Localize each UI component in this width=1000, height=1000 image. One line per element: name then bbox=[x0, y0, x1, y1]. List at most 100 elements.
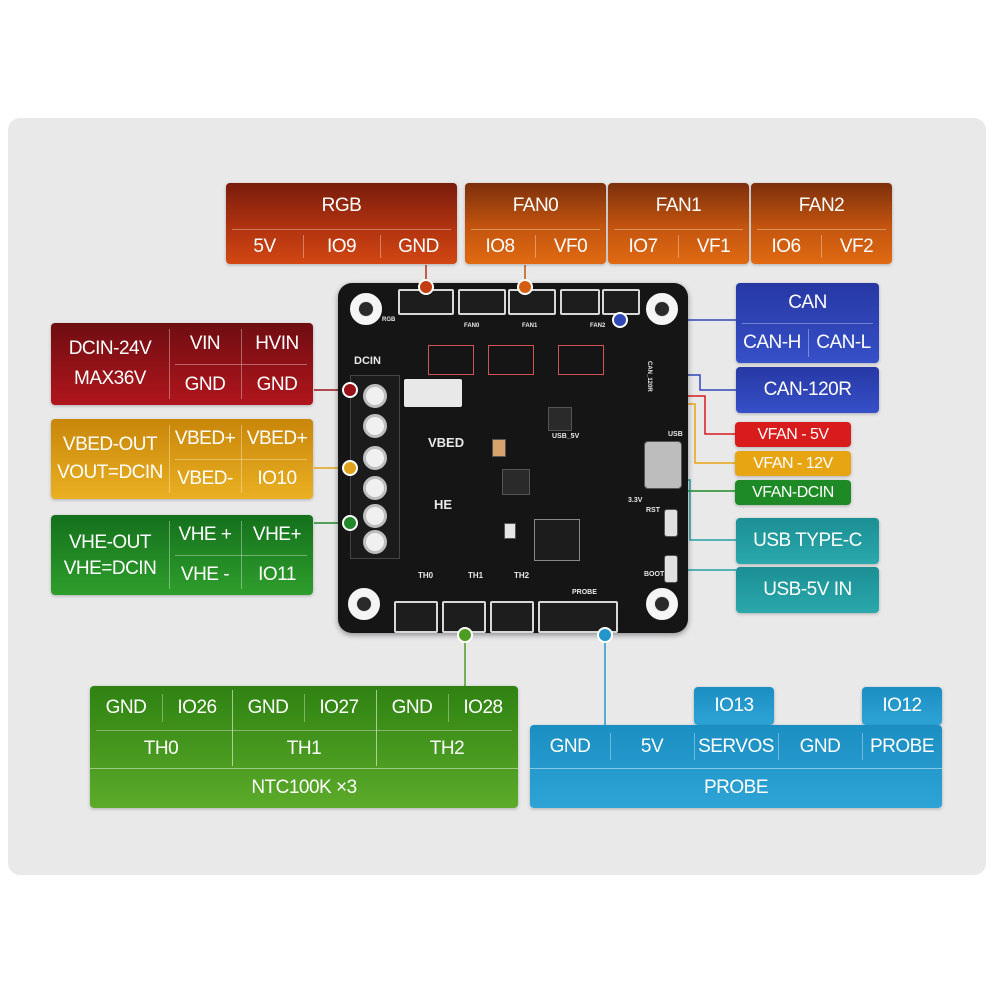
dcin-pin-3: GND bbox=[184, 373, 226, 395]
dcin-label-box: DCIN-24V MAX36V VIN HVIN GND GND bbox=[51, 323, 313, 405]
mount-hole-bl bbox=[348, 588, 380, 620]
vfan12-tag: VFAN - 12V bbox=[735, 451, 851, 476]
fan1-pin-1: IO7 bbox=[628, 235, 658, 257]
silk-th0: TH0 bbox=[418, 571, 434, 580]
silk-usb: USB bbox=[668, 431, 683, 438]
mount-hole-br bbox=[646, 588, 678, 620]
fan2-pin-1: IO6 bbox=[771, 235, 801, 257]
boot-button bbox=[664, 555, 678, 583]
rgb-label-box: RGB 5V IO9 GND bbox=[226, 183, 457, 264]
fan2-connector bbox=[560, 289, 600, 315]
mcu-chip bbox=[534, 519, 580, 561]
ntc-th1-name: TH1 bbox=[286, 738, 322, 759]
usbc-label-box: USB TYPE-C bbox=[736, 518, 879, 564]
can-pin-1: CAN-H bbox=[743, 332, 801, 353]
vbed-pin-4: IO10 bbox=[257, 468, 297, 489]
silk-th1: TH1 bbox=[468, 571, 484, 580]
controller-board: DCIN VBED HE TH0 TH1 TH2 PROBE USB RST B… bbox=[338, 283, 688, 633]
rgb-pin-3: GND bbox=[398, 235, 439, 257]
silk-th2: TH2 bbox=[514, 571, 530, 580]
ntc-th1-pin-2: IO27 bbox=[319, 697, 359, 718]
vbed-pin-3: VBED- bbox=[177, 468, 233, 489]
dcin-subtitle: MAX36V bbox=[74, 368, 146, 389]
rst-button bbox=[664, 509, 678, 537]
probe-pin-3: SERVOS bbox=[698, 735, 774, 757]
silk-rgb: RGB bbox=[382, 317, 396, 323]
silk-rst: RST bbox=[646, 507, 660, 514]
probe-label-box: GND 5V SERVOS GND PROBE PROBE bbox=[530, 725, 942, 808]
vhe-title: VHE-OUT bbox=[69, 532, 152, 553]
mount-hole-tr bbox=[646, 293, 678, 325]
fan1-pin-2: VF1 bbox=[696, 235, 731, 257]
ntc-footer: NTC100K ×3 bbox=[251, 777, 357, 798]
can-pin-2: CAN-L bbox=[816, 332, 871, 353]
rgb-pin-2: IO9 bbox=[326, 235, 357, 257]
silk-fan1: FAN1 bbox=[522, 323, 538, 329]
silk-probe: PROBE bbox=[572, 589, 597, 596]
marker-rgb bbox=[418, 279, 434, 295]
dcin-pin-4: GND bbox=[256, 373, 298, 395]
power-terminal-block bbox=[350, 375, 400, 559]
fan0-label-box: FAN0 IO8 VF0 bbox=[465, 183, 606, 264]
can-title: CAN bbox=[788, 292, 827, 313]
silk-boot: BOOT bbox=[644, 571, 665, 578]
fan2-label-box: FAN2 IO6 VF2 bbox=[751, 183, 892, 264]
marker-fan0 bbox=[517, 279, 533, 295]
vbed-label-box: VBED-OUT VOUT=DCIN VBED+ VBED+ VBED- IO1… bbox=[51, 419, 313, 499]
silk-usb5v: USB_5V bbox=[552, 433, 580, 440]
vfan5-tag: VFAN - 5V bbox=[735, 422, 851, 447]
fan-voltage-jumpers bbox=[428, 345, 618, 377]
probe-pin-5: PROBE bbox=[869, 735, 935, 757]
rgb-pin-1: 5V bbox=[253, 235, 276, 257]
rgb-title: RGB bbox=[321, 195, 362, 216]
driver-chip bbox=[502, 469, 530, 495]
can120r-label-box: CAN-120R bbox=[736, 367, 879, 413]
fan0-pin-2: VF0 bbox=[553, 235, 588, 257]
ntc-th2-name: TH2 bbox=[429, 738, 465, 759]
marker-can bbox=[612, 312, 628, 328]
vbed-title: VBED-OUT bbox=[62, 434, 158, 455]
vfan12-label: VFAN - 12V bbox=[753, 454, 833, 472]
probe-pin-1: GND bbox=[549, 735, 591, 757]
ntc-label-box: GND IO26 GND IO27 GND IO28 TH0 TH1 TH2 N… bbox=[90, 686, 518, 808]
ntc-th0-pin-1: GND bbox=[105, 697, 147, 718]
fan2-pin-2: VF2 bbox=[839, 235, 874, 257]
vbed-subtitle: VOUT=DCIN bbox=[57, 462, 163, 483]
usbc-label: USB TYPE-C bbox=[753, 530, 862, 551]
silk-he: HE bbox=[434, 497, 453, 512]
dcin-title: DCIN-24V bbox=[68, 338, 152, 359]
vbed-pin-1: VBED+ bbox=[174, 428, 236, 449]
fan0-title: FAN0 bbox=[512, 195, 559, 216]
dcin-pin-2: HVIN bbox=[255, 332, 299, 354]
th2-connector bbox=[490, 601, 534, 633]
ntc-th2-pin-1: GND bbox=[391, 697, 433, 718]
marker-dcin bbox=[342, 382, 358, 398]
th0-connector bbox=[394, 601, 438, 633]
regulator-chip bbox=[548, 407, 572, 431]
vfandcin-label: VFAN-DCIN bbox=[752, 483, 834, 501]
probe-pin-2: 5V bbox=[640, 735, 664, 757]
silk-3v3: 3.3V bbox=[628, 497, 643, 504]
fan2-title: FAN2 bbox=[798, 195, 845, 216]
marker-probe bbox=[597, 627, 613, 643]
jst-connector-white bbox=[404, 379, 462, 407]
can-label-box: CAN CAN-H CAN-L bbox=[736, 283, 879, 363]
cap-1 bbox=[492, 439, 506, 457]
vhe-pin-4: IO11 bbox=[258, 564, 296, 585]
vhe-pin-2: VHE+ bbox=[252, 524, 302, 545]
vhe-pin-1: VHE + bbox=[178, 524, 232, 545]
dcin-pin-1: VIN bbox=[189, 332, 221, 354]
fan0-connector bbox=[458, 289, 506, 315]
probe-pin-4: GND bbox=[799, 735, 841, 757]
silk-fan0: FAN0 bbox=[464, 323, 480, 329]
silk-vbed: VBED bbox=[428, 435, 465, 450]
fan1-connector bbox=[508, 289, 556, 315]
ntc-th0-pin-2: IO26 bbox=[177, 697, 217, 718]
marker-vhe bbox=[342, 515, 358, 531]
silk-fan2: FAN2 bbox=[590, 323, 606, 329]
ntc-th2-pin-2: IO28 bbox=[463, 697, 503, 718]
probe-io12-label: IO12 bbox=[882, 695, 922, 716]
marker-ntc bbox=[457, 627, 473, 643]
probe-io12-tag: IO12 bbox=[862, 687, 942, 725]
fan1-title: FAN1 bbox=[655, 195, 702, 216]
